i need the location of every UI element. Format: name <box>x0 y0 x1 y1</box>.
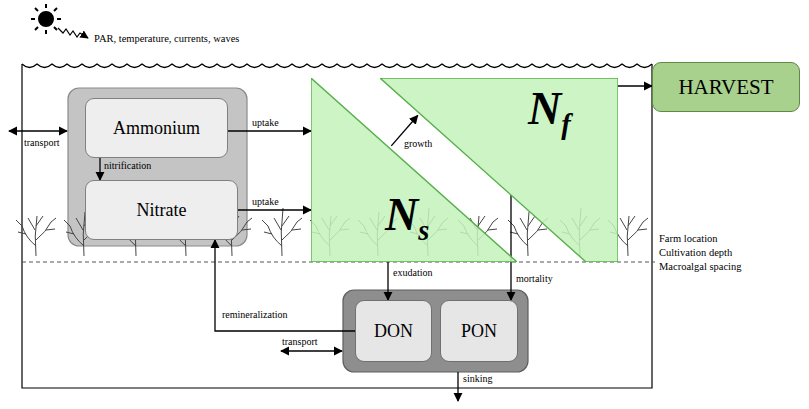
design-note: Macroalgal spacing <box>659 261 742 273</box>
flow-arrow <box>238 209 311 210</box>
flux-label: uptake <box>252 117 279 129</box>
flux-label: mortality <box>516 273 553 285</box>
flux-label: transport <box>24 137 60 149</box>
transport-arrow <box>281 350 342 351</box>
node-text: Nf <box>528 84 571 141</box>
flow-arrow <box>228 130 311 131</box>
environment-note: PAR, temperature, currents, waves <box>94 33 239 45</box>
pool-box: PON <box>440 300 518 362</box>
flux-label: nitrification <box>104 160 151 172</box>
flux-label: uptake <box>252 196 279 208</box>
node-text: PON <box>461 321 497 342</box>
seaweed-stroke <box>16 216 56 256</box>
design-note: Cultivation depth <box>659 247 732 259</box>
sun-icon <box>31 4 61 34</box>
sinking-arrow <box>457 372 458 401</box>
inorganic-pool <box>68 88 247 246</box>
transport-arrow <box>9 130 67 131</box>
water-body-outline <box>22 64 652 388</box>
seaweed-stored-n: Nf <box>380 78 618 262</box>
water-surface <box>22 64 652 68</box>
seaweed-stroke <box>262 208 302 256</box>
harvest-box: HARVEST <box>652 62 800 112</box>
node-text: HARVEST <box>678 75 773 100</box>
pool-box: DON <box>355 300 432 362</box>
flow-arrow <box>510 195 511 300</box>
node-text: Nitrate <box>137 200 187 221</box>
flow-arrow <box>387 262 388 300</box>
flux-label: growth <box>404 138 432 150</box>
flux-label: transport <box>282 336 318 348</box>
flux-label: exudation <box>393 267 432 279</box>
node-text: Ammonium <box>113 118 200 139</box>
pool-box: Nitrate <box>85 180 238 240</box>
triangle-shape <box>380 78 618 262</box>
pool-box: Ammonium <box>85 98 228 158</box>
flux-label: remineralization <box>222 309 288 321</box>
node-text: DON <box>374 321 413 342</box>
node-text: Ns <box>385 190 429 247</box>
flow-arrow <box>99 158 100 180</box>
light-squiggle <box>58 28 88 38</box>
triangle-outline <box>380 78 618 262</box>
flow-arrow <box>618 85 652 86</box>
design-note: Farm location <box>659 233 718 245</box>
organic-pool <box>343 290 528 372</box>
flux-label: sinking <box>463 373 492 385</box>
